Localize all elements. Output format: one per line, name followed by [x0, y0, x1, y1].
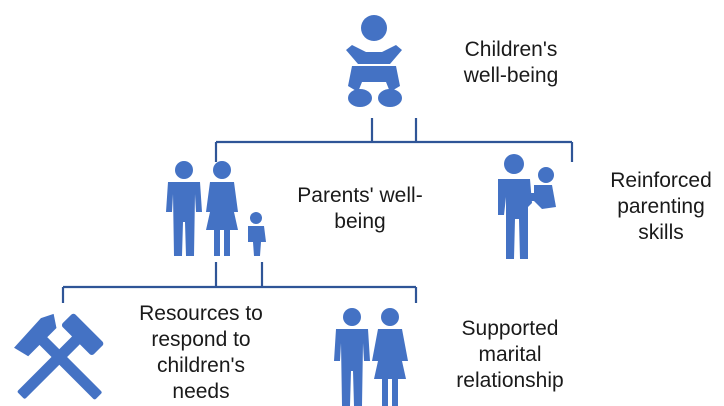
label-line: Reinforced — [610, 169, 712, 192]
label-line: parenting — [617, 195, 705, 218]
reinforced-parenting-label: Reinforced parenting skills — [598, 168, 724, 246]
label-line: relationship — [456, 369, 564, 392]
label-line: respond to — [151, 328, 251, 351]
label-line: Children's — [464, 38, 558, 61]
label-line: marital — [478, 343, 542, 366]
resources-label: Resources to respond to children's needs — [126, 301, 276, 405]
marital-relationship-label: Supported marital relationship — [446, 316, 574, 394]
label-line: Supported — [461, 317, 559, 340]
label-line: skills — [638, 221, 684, 244]
label-line: well-being — [463, 64, 559, 87]
parent-holding-child-icon — [498, 154, 556, 259]
label-line: children's — [156, 354, 246, 377]
couple-icon — [334, 308, 408, 406]
label-line: Resources to — [139, 302, 263, 325]
family-icon — [166, 161, 266, 256]
parents-wellbeing-label: Parents' well- being — [280, 183, 440, 235]
hammers-icon — [14, 313, 104, 400]
label-line: Parents' well- — [297, 184, 423, 207]
children-wellbeing-label: Children's well-being — [426, 37, 596, 89]
label-line: being — [334, 210, 386, 233]
label-line: needs — [172, 380, 230, 403]
baby-icon — [346, 15, 402, 107]
